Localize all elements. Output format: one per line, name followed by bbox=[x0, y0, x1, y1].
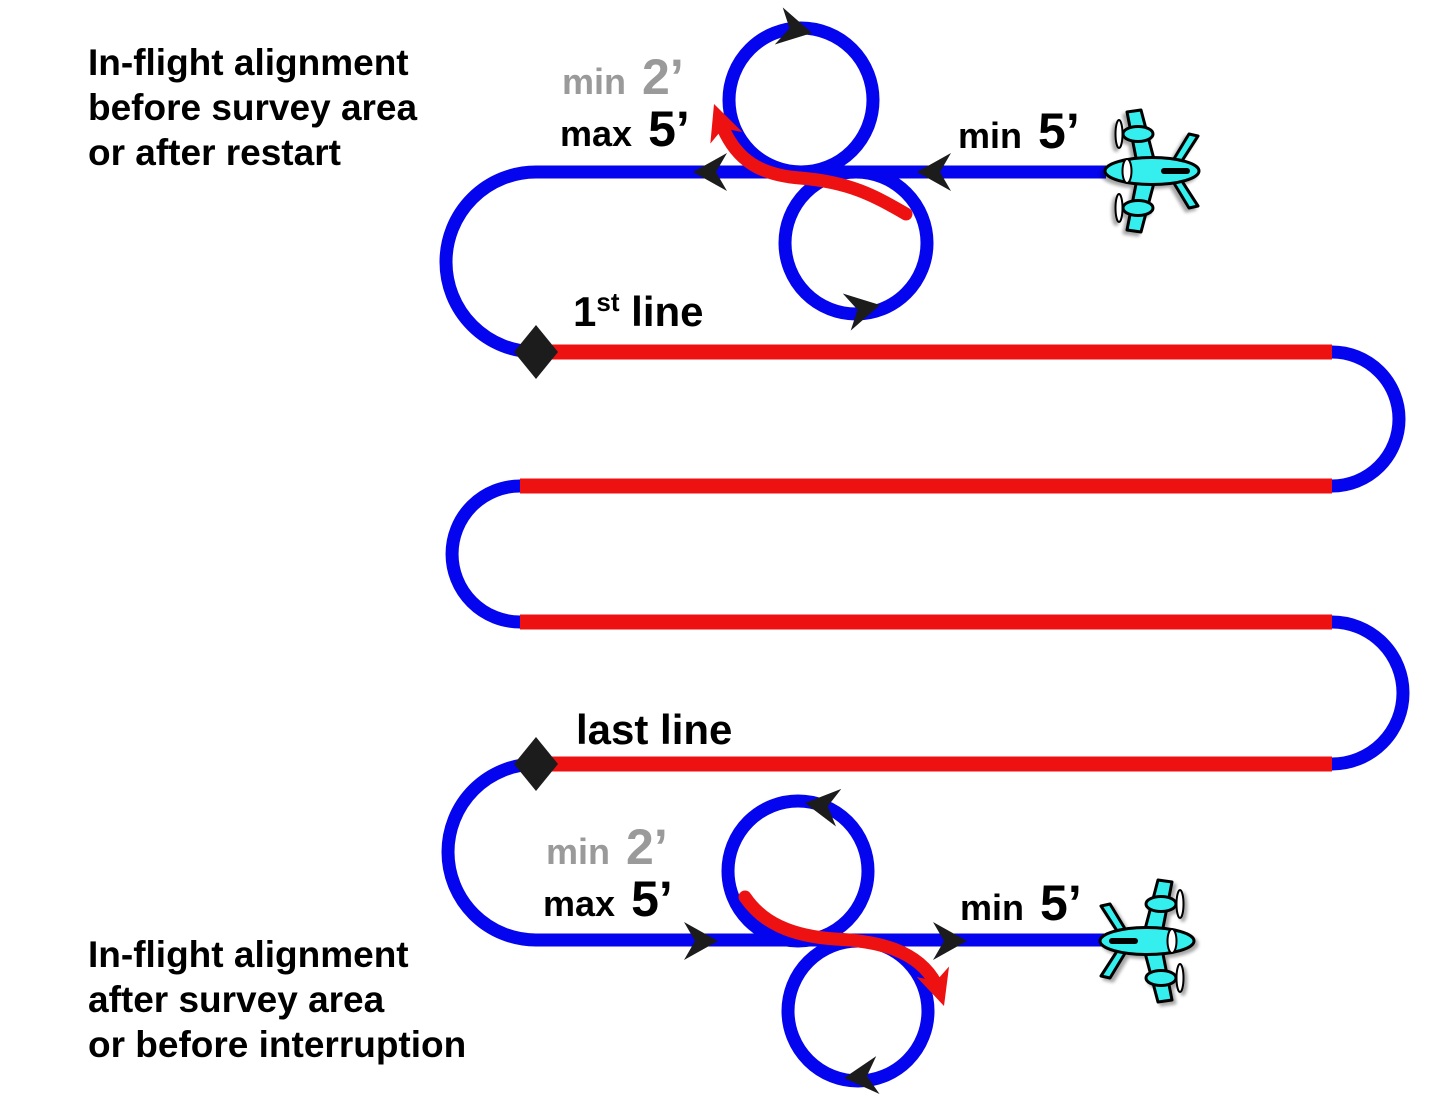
heading-bottom: In-flight alignment after survey area or… bbox=[88, 934, 467, 1065]
label-hold-max-top: max 5’ bbox=[560, 100, 690, 158]
hold-min-bottom-value: 2’ bbox=[626, 819, 668, 875]
approach-bottom-value: 5’ bbox=[1040, 875, 1082, 931]
alignment-maneuver-arrows bbox=[698, 98, 961, 1012]
airplane-icon-bottom bbox=[1098, 878, 1196, 1004]
diamond-marker-first-line bbox=[514, 325, 558, 379]
diamond-marker-last-line bbox=[514, 737, 558, 791]
alignment-loop-bottom-upper bbox=[721, 794, 875, 948]
label-hold-min-bottom: min 2’ bbox=[546, 818, 668, 876]
approach-top-value: 5’ bbox=[1038, 103, 1080, 159]
turn-right-2 bbox=[1331, 615, 1410, 771]
first-line-number: 1 bbox=[573, 288, 597, 335]
approach-bottom-word: min bbox=[960, 887, 1025, 928]
hold-max-bottom-value: 5’ bbox=[631, 871, 673, 927]
heading-top: In-flight alignment before survey area o… bbox=[88, 42, 418, 173]
survey-lines bbox=[520, 344, 1332, 772]
first-line-ordinal: st bbox=[596, 287, 620, 317]
label-first-line: 1st line bbox=[573, 288, 704, 336]
alignment-loop-top-upper bbox=[722, 21, 880, 179]
label-hold-min-top: min 2’ bbox=[562, 48, 684, 106]
hold-min-top-value: 2’ bbox=[642, 49, 684, 105]
turn-left-1 bbox=[445, 479, 521, 629]
turn-bottom-left bbox=[441, 757, 537, 947]
first-line-text: line bbox=[619, 288, 704, 335]
maneuver-arrow-bottom bbox=[738, 890, 943, 991]
label-hold-max-bottom: max 5’ bbox=[543, 870, 673, 928]
label-last-line: last line bbox=[576, 706, 733, 753]
hold-max-top-word: max bbox=[560, 113, 633, 154]
maneuver-arrow-top bbox=[716, 121, 913, 221]
airplane-icon-top bbox=[1103, 108, 1201, 234]
approach-top-word: min bbox=[958, 115, 1023, 156]
turn-top-left bbox=[439, 165, 537, 359]
hold-max-top-value: 5’ bbox=[648, 101, 690, 157]
alignment-loop-top-lower bbox=[778, 165, 934, 321]
label-approach-bottom: min 5’ bbox=[960, 874, 1082, 932]
transit-path bbox=[439, 21, 1410, 1088]
turn-right-1 bbox=[1331, 345, 1406, 493]
hold-max-bottom-word: max bbox=[543, 883, 616, 924]
hold-min-top-word: min bbox=[562, 61, 627, 102]
label-approach-top: min 5’ bbox=[958, 102, 1080, 160]
hold-min-bottom-word: min bbox=[546, 831, 611, 872]
